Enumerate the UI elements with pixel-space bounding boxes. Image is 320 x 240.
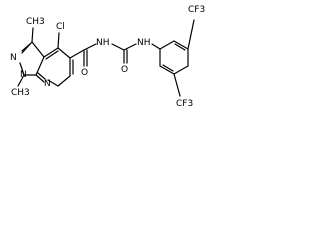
atom-label-cl: Cl xyxy=(56,22,65,32)
atom-label-methyl-top: CH3 xyxy=(26,17,45,27)
bond xyxy=(35,74,45,83)
chemical-structure: Cl CH3 N N CH3 N O NH NH O CF3 CF3 xyxy=(10,5,205,109)
bond xyxy=(151,43,161,50)
bond xyxy=(174,43,186,51)
atom-label-nh-2: NH xyxy=(137,38,151,48)
bond xyxy=(83,43,97,51)
bond xyxy=(159,40,175,50)
bond xyxy=(69,49,85,59)
bond xyxy=(19,62,25,76)
atom-label-methyl-n: CH3 xyxy=(11,88,30,98)
bond xyxy=(37,72,46,80)
bond xyxy=(31,41,45,58)
bond xyxy=(21,41,33,54)
atom-label-n1: N xyxy=(10,53,17,63)
atom-label-n-methyl: N xyxy=(20,70,27,80)
bond xyxy=(35,56,45,76)
bond xyxy=(173,40,189,50)
bond xyxy=(123,43,137,51)
atom-label-n-ring: N xyxy=(44,79,51,89)
atom-label-o: O xyxy=(81,68,88,78)
bond xyxy=(43,47,59,58)
bond xyxy=(111,43,125,51)
bond xyxy=(31,27,34,43)
atom-label-nh-1: NH xyxy=(96,38,110,48)
bond xyxy=(57,32,60,49)
bond xyxy=(187,19,195,50)
atom-label-o-2: O xyxy=(121,65,128,75)
bond xyxy=(47,79,59,87)
bond xyxy=(57,47,71,59)
bond xyxy=(159,65,175,75)
atom-labels: Cl CH3 N N CH3 N O NH NH O CF3 CF3 xyxy=(10,5,205,109)
bonds xyxy=(17,19,195,97)
atom-label-cf3-top: CF3 xyxy=(188,5,205,15)
bond xyxy=(173,73,181,97)
bond xyxy=(45,50,59,60)
bond xyxy=(17,74,25,87)
atom-label-cf3-bottom: CF3 xyxy=(176,99,193,109)
bond xyxy=(21,43,31,52)
bond xyxy=(162,64,174,72)
bond xyxy=(173,65,189,75)
bond xyxy=(57,75,71,87)
